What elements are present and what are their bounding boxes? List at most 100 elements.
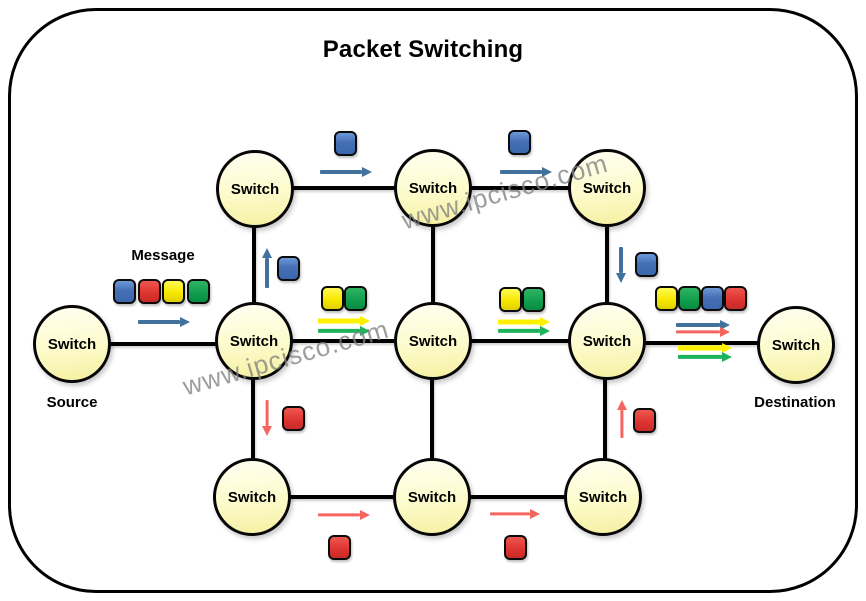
arrow-head-icon bbox=[720, 327, 730, 337]
packet-red-icon bbox=[138, 279, 161, 304]
arrow-shaft bbox=[619, 247, 623, 273]
arrow-head-icon bbox=[616, 273, 626, 283]
arrow-head-icon bbox=[540, 326, 550, 336]
link-line bbox=[255, 186, 433, 190]
arrow-red-down bbox=[259, 400, 275, 436]
arrow-head-icon bbox=[617, 400, 627, 410]
arrow-red-up bbox=[614, 400, 630, 438]
arrow-blue-right bbox=[500, 164, 552, 180]
arrow-shaft bbox=[318, 328, 360, 334]
arrow-green-right bbox=[678, 349, 732, 365]
arrow-blue-up bbox=[259, 248, 275, 288]
switch-node-middle-1: Switch bbox=[215, 302, 293, 380]
packet-yellow-icon bbox=[655, 286, 678, 311]
packet-green-icon bbox=[344, 286, 367, 311]
packet-green-icon bbox=[522, 287, 545, 312]
packet-yellow-icon bbox=[321, 286, 344, 311]
switch-node-middle-3: Switch bbox=[568, 302, 646, 380]
arrow-shaft bbox=[490, 512, 530, 516]
packet-red-icon bbox=[328, 535, 351, 560]
arrow-red-right bbox=[490, 506, 540, 522]
arrow-shaft bbox=[678, 345, 722, 351]
arrow-shaft bbox=[318, 513, 360, 517]
packet-red-icon bbox=[282, 406, 305, 431]
arrow-shaft bbox=[318, 318, 360, 324]
switch-label: Switch bbox=[407, 488, 457, 506]
arrow-head-icon bbox=[262, 426, 272, 436]
arrow-head-icon bbox=[180, 317, 190, 327]
link-line bbox=[431, 188, 435, 341]
packet-blue-icon bbox=[334, 131, 357, 156]
packet-blue-icon bbox=[277, 256, 300, 281]
arrow-head-icon bbox=[542, 167, 552, 177]
arrow-red-right bbox=[676, 324, 730, 340]
switch-node-bottom-1: Switch bbox=[213, 458, 291, 536]
switch-label: Switch bbox=[582, 179, 632, 197]
source-label: Source bbox=[46, 394, 98, 411]
arrow-shaft bbox=[620, 410, 624, 438]
packet-red-icon bbox=[724, 286, 747, 311]
switch-node-destination: Switch bbox=[757, 306, 835, 384]
arrow-shaft bbox=[265, 400, 269, 426]
arrow-head-icon bbox=[360, 510, 370, 520]
link-line bbox=[432, 495, 603, 499]
arrow-shaft bbox=[676, 323, 720, 327]
arrow-head-icon bbox=[722, 352, 732, 362]
switch-node-top-2: Switch bbox=[394, 149, 472, 227]
arrow-yellow-right bbox=[318, 313, 370, 329]
arrow-red-right bbox=[318, 507, 370, 523]
arrow-green-right bbox=[498, 323, 550, 339]
link-line bbox=[72, 342, 254, 346]
switch-label: Switch bbox=[227, 488, 277, 506]
switch-label: Switch bbox=[582, 332, 632, 350]
arrow-yellow-right bbox=[678, 340, 732, 356]
arrow-shaft bbox=[676, 330, 720, 334]
arrow-shaft bbox=[678, 354, 722, 360]
link-line bbox=[252, 189, 256, 341]
packet-red-icon bbox=[633, 408, 656, 433]
switch-label: Switch bbox=[408, 332, 458, 350]
destination-label: Destination bbox=[754, 394, 836, 411]
arrow-shaft bbox=[500, 170, 542, 174]
arrow-head-icon bbox=[360, 326, 370, 336]
link-line bbox=[607, 341, 796, 345]
arrow-head-icon bbox=[720, 320, 730, 330]
arrow-head-icon bbox=[362, 167, 372, 177]
diagram-border-frame bbox=[8, 8, 858, 593]
arrow-green-right bbox=[318, 323, 370, 339]
switch-label: Switch bbox=[771, 336, 821, 354]
packet-red-icon bbox=[504, 535, 527, 560]
switch-node-bottom-2: Switch bbox=[393, 458, 471, 536]
switch-label: Switch bbox=[230, 180, 280, 198]
arrow-blue-down bbox=[613, 247, 629, 283]
link-line bbox=[605, 188, 609, 341]
switch-label: Switch bbox=[47, 335, 97, 353]
link-line bbox=[254, 339, 433, 343]
arrow-shaft bbox=[320, 170, 362, 174]
arrow-shaft bbox=[498, 319, 540, 325]
switch-label: Switch bbox=[408, 179, 458, 197]
arrow-blue-right bbox=[320, 164, 372, 180]
packet-blue-icon bbox=[701, 286, 724, 311]
packet-green-icon bbox=[678, 286, 701, 311]
link-line bbox=[433, 339, 607, 343]
arrow-shaft bbox=[265, 258, 269, 288]
packet-blue-icon bbox=[508, 130, 531, 155]
arrow-head-icon bbox=[360, 316, 370, 326]
arrow-blue-right bbox=[138, 314, 190, 330]
link-line bbox=[603, 341, 607, 497]
switch-node-bottom-3: Switch bbox=[564, 458, 642, 536]
arrow-head-icon bbox=[530, 509, 540, 519]
message-label: Message bbox=[131, 247, 195, 264]
arrow-head-icon bbox=[722, 343, 732, 353]
switch-label: Switch bbox=[578, 488, 628, 506]
arrow-blue-right bbox=[676, 317, 730, 333]
diagram-title: Packet Switching bbox=[322, 36, 524, 63]
link-line bbox=[433, 186, 607, 190]
link-line bbox=[252, 495, 432, 499]
packet-blue-icon bbox=[113, 279, 136, 304]
packet-blue-icon bbox=[635, 252, 658, 277]
link-line bbox=[251, 341, 255, 497]
switch-node-source: Switch bbox=[33, 305, 111, 383]
